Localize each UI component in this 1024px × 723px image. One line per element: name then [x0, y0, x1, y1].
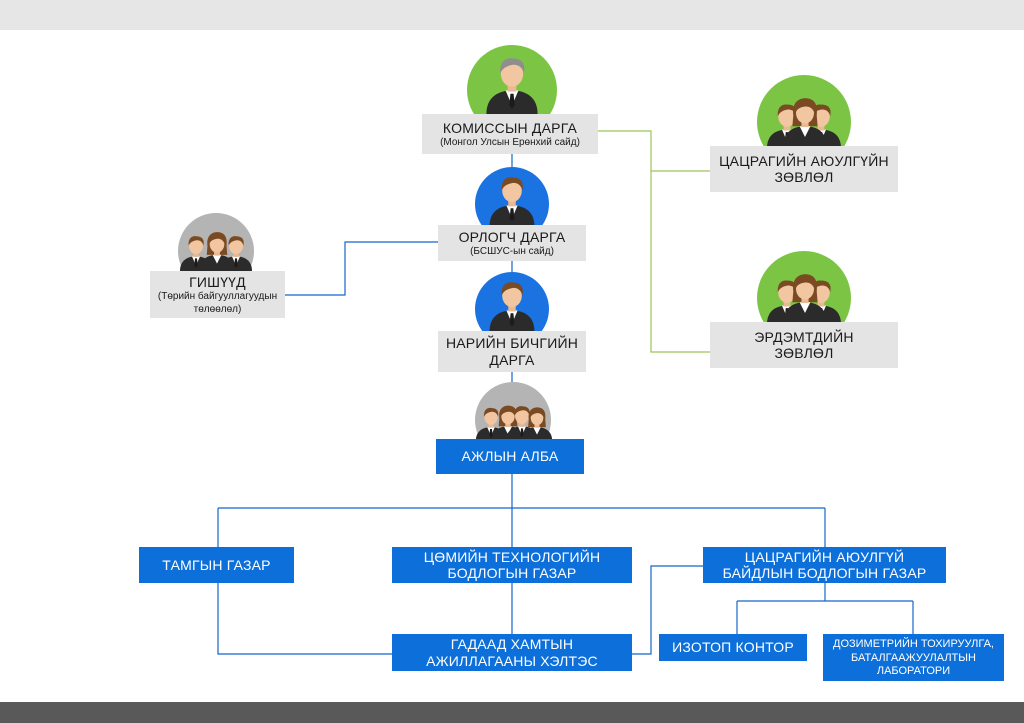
advisory-connectors [598, 130, 710, 353]
radiation-safety-policy-line1: ЦАЦРАГИЙН АЮУЛГҮЙ [744, 548, 905, 565]
foreign-cooperation-line1: ГАДААД ХАМТЫН [450, 636, 574, 653]
dosimetry-lab-line1: ДОЗИМЕТРИЙН ТОХИРУУЛГА, [833, 638, 994, 651]
radiation-safety-policy-line2: БАЙДЛЫН БОДЛОГЫН ГАЗАР [722, 565, 927, 581]
radiation-council-avatar-icon [757, 75, 851, 148]
top-bar [0, 0, 1024, 30]
vice-chairman-box: ОРЛОГЧ ДАРГА (БСШУС-ын сайд) [438, 225, 586, 261]
chairman-subtitle: (Монгол Улсын Ерөнхий сайд) [440, 136, 580, 148]
secretariat-avatar-icon [475, 382, 552, 441]
radiation-council-line1: ЦАЦРАГИЙН АЮУЛГҮЙН [719, 152, 889, 169]
registry-office-title: ТАМГЫН ГАЗАР [162, 556, 271, 573]
chairman-title: КОМИССЫН ДАРГА [442, 119, 578, 136]
secretary-box: НАРИЙН БИЧГИЙН ДАРГА [438, 331, 586, 372]
radiation-council-line2: ЗӨВЛӨЛ [774, 169, 834, 185]
vice-chairman-title: ОРЛОГЧ ДАРГА [458, 228, 566, 245]
secretariat-box: АЖЛЫН АЛБА [436, 439, 584, 474]
members-subtitle-line1: (Төрийн байгууллагуудын [157, 291, 278, 303]
nuclear-tech-policy-line2: БОДЛОГЫН ГАЗАР [447, 565, 577, 581]
members-title: ГИШҮҮД [189, 273, 246, 290]
scientific-council-box: ЭРДЭМТДИЙН ЗӨВЛӨЛ [710, 322, 898, 368]
members-avatar-icon [178, 213, 254, 273]
secretary-title-line2: ДАРГА [489, 351, 535, 368]
dosimetry-lab-line3: ЛАБОРАТОРИ [876, 665, 951, 678]
radiation-council-box: ЦАЦРАГИЙН АЮУЛГҮЙН ЗӨВЛӨЛ [710, 146, 898, 192]
nuclear-tech-policy-box: ЦӨМИЙН ТЕХНОЛОГИЙН БОДЛОГЫН ГАЗАР [392, 547, 632, 583]
secretary-title-line1: НАРИЙН БИЧГИЙН [445, 335, 579, 352]
vice-chairman-subtitle: (БСШУС-ын сайд) [470, 245, 554, 257]
vice-chairman-avatar-icon [475, 167, 549, 226]
scientific-council-line2: ЗӨВЛӨЛ [774, 345, 834, 361]
radiation-safety-policy-box: ЦАЦРАГИЙН АЮУЛГҮЙ БАЙДЛЫН БОДЛОГЫН ГАЗАР [703, 547, 946, 583]
members-box: ГИШҮҮД (Төрийн байгууллагуудын төлөөлөл) [150, 271, 285, 318]
members-subtitle-line2: төлөөлөл) [193, 303, 242, 315]
isotope-office-box: ИЗОТОП КОНТОР [659, 634, 807, 661]
secretary-avatar-icon [475, 272, 549, 331]
dosimetry-lab-box: ДОЗИМЕТРИЙН ТОХИРУУЛГА, БАТАЛГААЖУУЛАЛТЫ… [823, 634, 1004, 681]
registry-office-box: ТАМГЫН ГАЗАР [139, 547, 294, 583]
scientific-council-line1: ЭРДЭМТДИЙН [754, 328, 854, 345]
hierarchy-connectors [217, 153, 914, 655]
chairman-box: КОМИССЫН ДАРГА (Монгол Улсын Ерөнхий сай… [422, 114, 598, 154]
bottom-bar [0, 702, 1024, 723]
nuclear-tech-policy-line1: ЦӨМИЙН ТЕХНОЛОГИЙН [423, 548, 601, 565]
scientific-council-avatar-icon [757, 251, 851, 324]
foreign-cooperation-line2: АЖИЛЛАГААНЫ ХЭЛТЭС [426, 652, 598, 669]
chairman-avatar-icon [467, 45, 557, 120]
dosimetry-lab-line2: БАТАЛГААЖУУЛАЛТЫН [851, 651, 976, 664]
isotope-office-title: ИЗОТОП КОНТОР [672, 639, 794, 656]
foreign-cooperation-box: ГАДААД ХАМТЫН АЖИЛЛАГААНЫ ХЭЛТЭС [392, 634, 632, 671]
secretariat-title: АЖЛЫН АЛБА [461, 448, 559, 465]
